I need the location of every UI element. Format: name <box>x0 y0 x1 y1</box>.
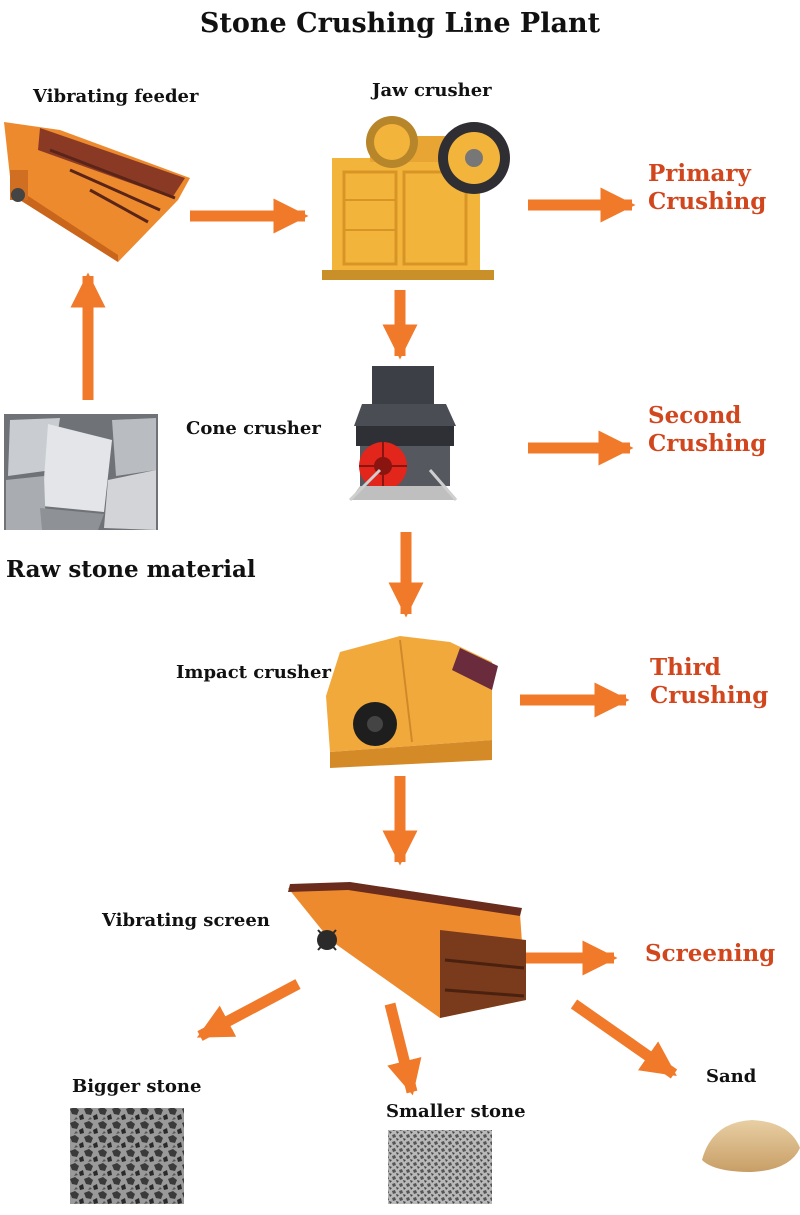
stage-third-line2: Crushing <box>650 682 769 709</box>
impact-crusher-icon <box>326 636 498 768</box>
label-bigger-stone: Bigger stone <box>72 1076 202 1097</box>
stage-second-crushing: Second Crushing <box>648 402 766 458</box>
label-jaw-crusher: Jaw crusher <box>372 80 492 101</box>
label-vibrating-screen: Vibrating screen <box>102 910 270 931</box>
label-cone-crusher: Cone crusher <box>186 418 321 439</box>
arrow-screen-to-bigger <box>196 979 301 1041</box>
cone-crusher-icon <box>348 366 458 502</box>
label-vibrating-feeder: Vibrating feeder <box>33 86 199 107</box>
stage-primary-line2: Crushing <box>648 188 767 215</box>
arrow-screen-to-smaller <box>384 1002 422 1096</box>
smaller-stone-texture <box>388 1130 492 1204</box>
vibrating-screen-icon <box>288 882 526 1018</box>
stage-second-line2: Crushing <box>648 430 767 457</box>
stage-third-crushing: Third Crushing <box>650 654 768 710</box>
vibrating-feeder-icon <box>4 122 190 262</box>
jaw-crusher-icon <box>322 116 510 280</box>
bigger-stone-texture <box>70 1108 184 1204</box>
stage-screening-label: Screening <box>645 940 776 967</box>
label-sand: Sand <box>706 1066 757 1087</box>
stage-primary-crushing: Primary Crushing <box>648 160 766 216</box>
stage-primary-line1: Primary <box>648 160 751 187</box>
arrow-screen-to-sand <box>570 999 678 1079</box>
stage-screening: Screening <box>645 940 775 968</box>
sand-pile-icon <box>702 1120 800 1172</box>
stage-second-line1: Second <box>648 402 742 429</box>
page-title: Stone Crushing Line Plant <box>199 8 601 39</box>
raw-stone-photo <box>4 414 158 530</box>
label-impact-crusher: Impact crusher <box>176 662 331 683</box>
label-raw-material: Raw stone material <box>6 556 256 583</box>
label-smaller-stone: Smaller stone <box>386 1101 526 1122</box>
stage-third-line1: Third <box>650 654 721 681</box>
